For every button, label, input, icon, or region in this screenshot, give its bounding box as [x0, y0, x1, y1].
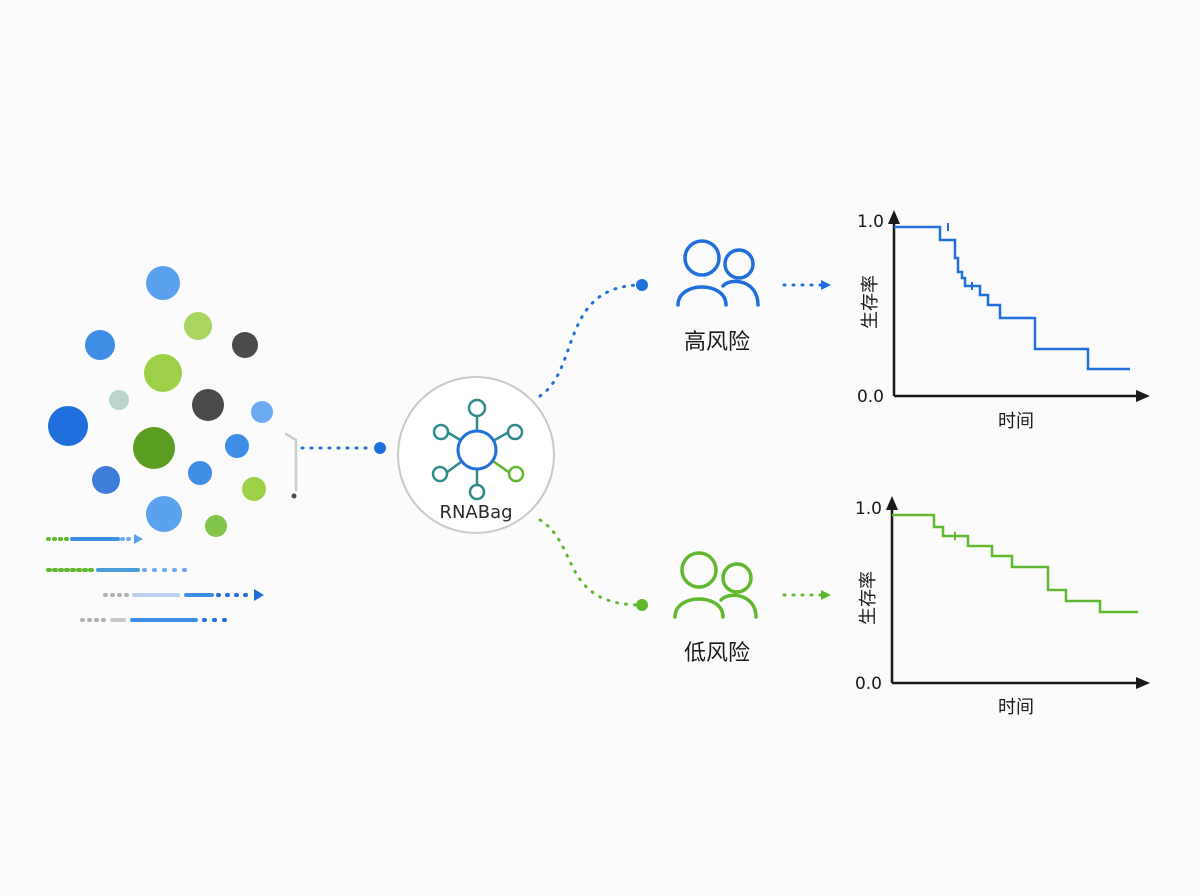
- high-risk-branch-end: [636, 279, 648, 291]
- sample-dot: [109, 390, 129, 410]
- sample-dot: [184, 312, 212, 340]
- censor-marks: [954, 532, 1049, 584]
- high-risk-label: 高风险: [684, 330, 750, 355]
- survival-curve: [892, 513, 1138, 614]
- sample-dot: [192, 389, 224, 421]
- sample-dot: [225, 434, 249, 458]
- survival-curve: [894, 225, 1130, 371]
- read-stream: [46, 534, 143, 544]
- y-axis-label: 生存率: [860, 275, 881, 329]
- sample-dot: [85, 330, 115, 360]
- low-risk-group: 低风险: [673, 551, 758, 666]
- people-outline-icon: [676, 239, 760, 307]
- people-outline-icon: [673, 551, 758, 619]
- sample-dot: [92, 466, 120, 494]
- y-tick-bottom: 0.0: [857, 387, 884, 407]
- sample-dot: [205, 515, 227, 537]
- input-bracket: [284, 432, 298, 492]
- x-axis-label: 时间: [998, 697, 1034, 718]
- low-risk-branch-end: [636, 599, 648, 611]
- sample-dot: [188, 461, 212, 485]
- x-axis-label: 时间: [998, 411, 1034, 432]
- sample-dot: [48, 406, 88, 446]
- bracket-end-dot: [291, 493, 297, 499]
- sample-dot: [146, 266, 180, 300]
- sample-dot: [146, 496, 182, 532]
- model-label: RNABag: [439, 502, 512, 523]
- input-connector-end: [374, 442, 386, 454]
- y-axis-label: 生存率: [858, 571, 879, 625]
- sample-dot: [251, 401, 273, 423]
- sample-dot: [242, 477, 266, 501]
- sample-dot: [133, 427, 175, 469]
- rna-sample-cluster: [48, 266, 273, 537]
- read-stream: [103, 589, 264, 601]
- low-risk-branch: [538, 518, 644, 607]
- high-risk-survival-chart: 1.0 0.0 生存率 时间: [857, 210, 1150, 432]
- sample-dot: [144, 354, 182, 392]
- rnabag-model-node: RNABag: [397, 376, 555, 534]
- y-tick-top: 1.0: [855, 499, 882, 519]
- sequence-read-streams: [46, 534, 264, 622]
- y-tick-bottom: 0.0: [855, 674, 882, 694]
- high-risk-group: 高风险: [676, 239, 760, 355]
- high-risk-branch: [538, 283, 644, 398]
- y-tick-top: 1.0: [857, 212, 884, 232]
- low-risk-survival-chart: 1.0 0.0 生存率 时间: [855, 496, 1150, 718]
- censor-marks: [947, 223, 1089, 363]
- sample-dot: [232, 332, 258, 358]
- low-risk-label: 低风险: [684, 641, 750, 666]
- network-hub-icon: [431, 398, 525, 501]
